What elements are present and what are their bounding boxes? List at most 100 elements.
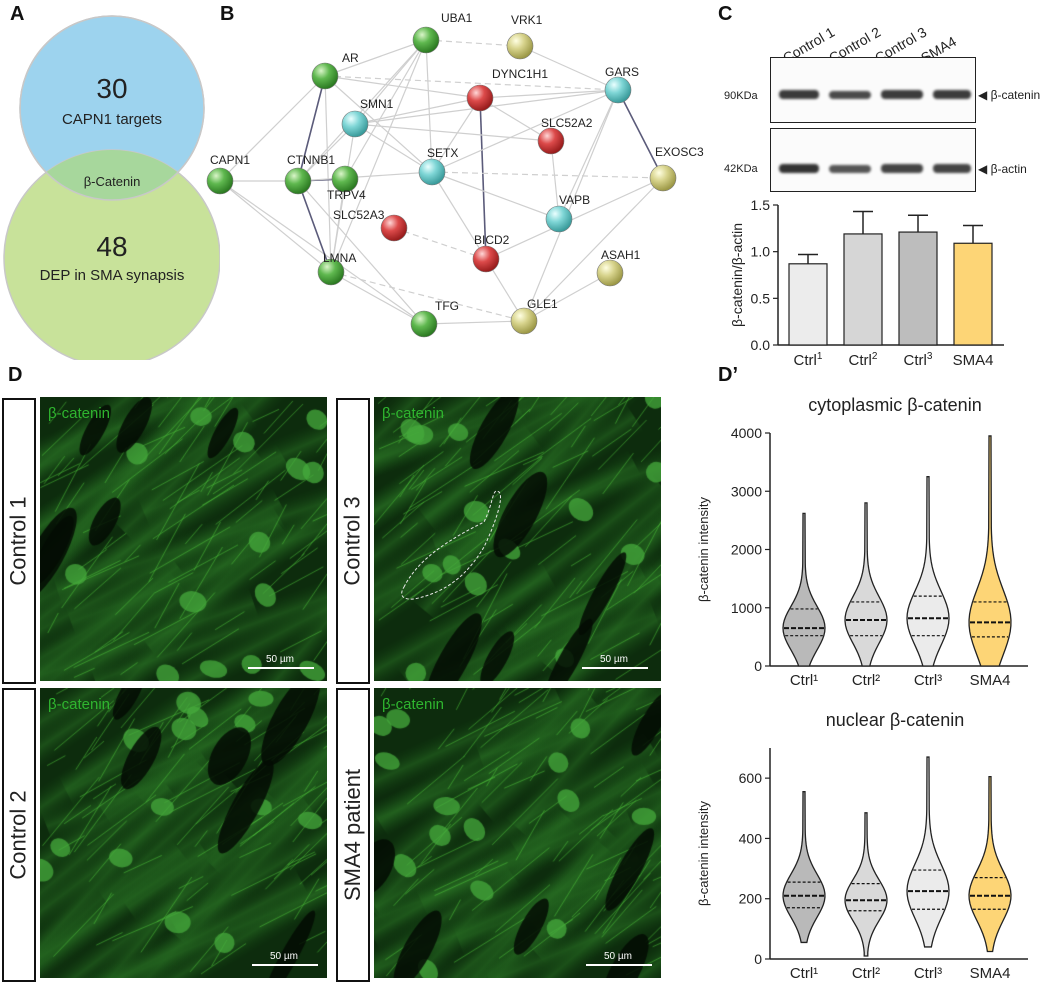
y-tick-label: 2000 <box>731 542 762 558</box>
y-tick-label: 0.5 <box>751 290 771 306</box>
network-node-uba1: UBA1 <box>412 11 473 54</box>
scale-bar-label: 50 µm <box>270 951 298 962</box>
network-node-vapb: VAPB <box>545 193 590 233</box>
blot-size-label: 90KDa <box>724 90 758 102</box>
network-edge <box>485 177 664 260</box>
cell-outline <box>401 490 501 600</box>
violin-1 <box>844 812 888 957</box>
network-edge <box>431 97 481 173</box>
network-node-lmna: LMNA <box>317 251 356 286</box>
network-edge <box>330 271 425 325</box>
scale-bar <box>252 964 318 966</box>
violin-0 <box>782 512 826 667</box>
network-node-label: TFG <box>435 299 459 313</box>
network-node-label: CAPN1 <box>210 153 250 167</box>
y-tick-label: 0 <box>754 658 762 674</box>
micrograph-control-2: β-catenin 50 µm <box>40 688 327 978</box>
y-axis-label: β-catenin intensity <box>696 496 711 602</box>
network-edge <box>297 123 356 182</box>
network-edge <box>297 171 433 182</box>
venn-bottom-label: DEP in SMA synapsis <box>40 267 185 284</box>
side-label-control-3: Control 3 <box>336 398 370 684</box>
network-edge <box>425 39 433 173</box>
side-label-control-2: Control 2 <box>2 688 36 982</box>
blot-beta-actin <box>770 128 976 192</box>
network-node-label: SLC52A2 <box>541 116 593 130</box>
venn-bottom-count: 48 <box>96 231 127 262</box>
network-node-tfg: TFG <box>410 299 459 338</box>
network-edge <box>431 171 664 179</box>
network-edge <box>219 180 425 325</box>
network-edge <box>297 75 326 182</box>
panel-label-d: D <box>8 364 23 386</box>
network-node-label: AR <box>342 51 359 65</box>
stain-label: β-catenin <box>48 696 110 713</box>
x-tick-label: SMA4 <box>970 965 1011 982</box>
side-label-text: Control 3 <box>340 496 365 586</box>
stain-label: β-catenin <box>48 405 110 422</box>
stain-label: β-catenin <box>382 405 444 422</box>
network-node-label: SETX <box>427 146 458 160</box>
network-edge <box>330 271 525 322</box>
network-edge <box>523 272 611 322</box>
x-tick-label: Ctrl³ <box>914 965 942 982</box>
y-tick-label: 0 <box>754 951 762 967</box>
x-tick-label: Ctrl¹ <box>790 672 818 689</box>
violin-2 <box>906 756 950 948</box>
network-node-dync1h1: DYNC1H1 <box>466 67 548 112</box>
network-edge <box>354 123 433 173</box>
network-edge <box>297 180 425 325</box>
network-node-gle1: GLE1 <box>510 297 558 335</box>
bar-sma4 <box>953 242 993 346</box>
side-label-text: Control 2 <box>6 790 31 880</box>
blot-band <box>933 164 971 173</box>
network-node-gars: GARS <box>604 65 639 104</box>
network-node-ctnnb1: CTNNB1 <box>284 153 335 195</box>
x-tick-label: Ctrl² <box>852 672 880 689</box>
network-node-vrk1: VRK1 <box>506 13 543 60</box>
bar-ctrl2 <box>843 233 883 346</box>
network-node-label: GARS <box>605 65 639 79</box>
network-edge <box>219 180 332 273</box>
network-edge <box>354 39 427 125</box>
network-edge <box>425 39 521 47</box>
venn-top-count: 30 <box>96 73 127 104</box>
side-label-text: Control 1 <box>6 496 31 586</box>
y-tick-label: 200 <box>739 891 763 907</box>
side-label-sma4: SMA4 patient <box>336 688 370 982</box>
network-node-label: BICD2 <box>474 233 510 247</box>
network-edge <box>324 75 619 91</box>
x-tick-label: Ctrl¹ <box>790 965 818 982</box>
network-node-bicd2: BICD2 <box>472 233 510 273</box>
network-edge <box>479 97 487 260</box>
panel-label-a: A <box>10 3 25 25</box>
x-tick-label: Ctrl3 <box>904 351 933 369</box>
x-tick-label: Ctrl2 <box>849 351 878 369</box>
micrograph-image <box>40 397 327 681</box>
network-node-label: VRK1 <box>511 13 543 27</box>
scale-bar-label: 50 µm <box>266 654 294 665</box>
network-node-ar: AR <box>311 51 359 90</box>
network-edge <box>431 171 560 220</box>
y-tick-label: 3000 <box>731 483 762 499</box>
network-edge <box>354 97 481 125</box>
micrograph-control-1: β-catenin 50 µm <box>40 397 327 681</box>
y-tick-label: 0.0 <box>751 337 771 353</box>
violin-2 <box>906 476 950 667</box>
network-node-smn1: SMN1 <box>341 97 394 138</box>
network-node-trpv4: TRPV4 <box>327 165 366 202</box>
blot-band <box>829 91 871 99</box>
violin-3 <box>968 435 1012 667</box>
blot-band <box>779 164 819 173</box>
x-tick-label: Ctrl³ <box>914 672 942 689</box>
blot-band <box>881 90 923 99</box>
blot-beta-catenin <box>770 57 976 123</box>
network-edge <box>423 320 525 325</box>
network-edge <box>431 89 619 173</box>
network-node-label: DYNC1H1 <box>492 67 548 81</box>
venn-top-label: CAPN1 targets <box>62 111 162 128</box>
network-node-slc52a3: SLC52A3 <box>333 208 408 242</box>
